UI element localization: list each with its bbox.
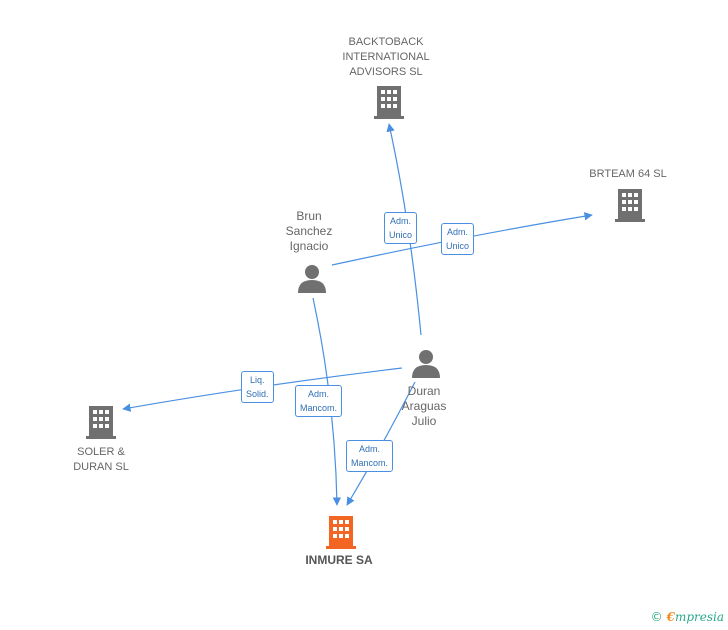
node-label-inmure: INMURE SA	[305, 553, 373, 567]
edge-label-duran-inmure[interactable]: Adm. Mancom.	[346, 440, 394, 472]
building-icon[interactable]	[86, 404, 116, 440]
node-label-soler: SOLER & DURAN SL	[73, 446, 129, 473]
node-label-brteam: BRTEAM 64 SL	[589, 168, 667, 180]
node-label-brun: Brun Sanchez Ignacio	[285, 209, 333, 253]
brand-initial: €	[666, 610, 675, 624]
copyright-symbol: ©	[650, 610, 663, 624]
edge-label-duran-backtoback[interactable]: Adm. Unico	[384, 212, 418, 244]
empresia-logo[interactable]: ©€mpresia	[651, 610, 724, 624]
person-icon[interactable]	[411, 348, 441, 378]
person-icon[interactable]	[297, 263, 327, 293]
edge-label-brun-inmure[interactable]: Adm. Mancom.	[295, 385, 343, 417]
edge-label-duran-soler[interactable]: Liq. Solid.	[241, 371, 274, 403]
node-label-backtoback: BACKTOBACK INTERNATIONAL ADVISORS SL	[342, 36, 430, 78]
building-icon[interactable]	[326, 514, 356, 550]
building-icon[interactable]	[374, 84, 404, 120]
edge-label-brun-brteam[interactable]: Adm. Unico	[441, 223, 475, 255]
building-icon[interactable]	[615, 187, 645, 223]
node-label-duran: Duran Araguas Julio	[401, 384, 447, 428]
brand-name: mpresia	[674, 610, 724, 624]
